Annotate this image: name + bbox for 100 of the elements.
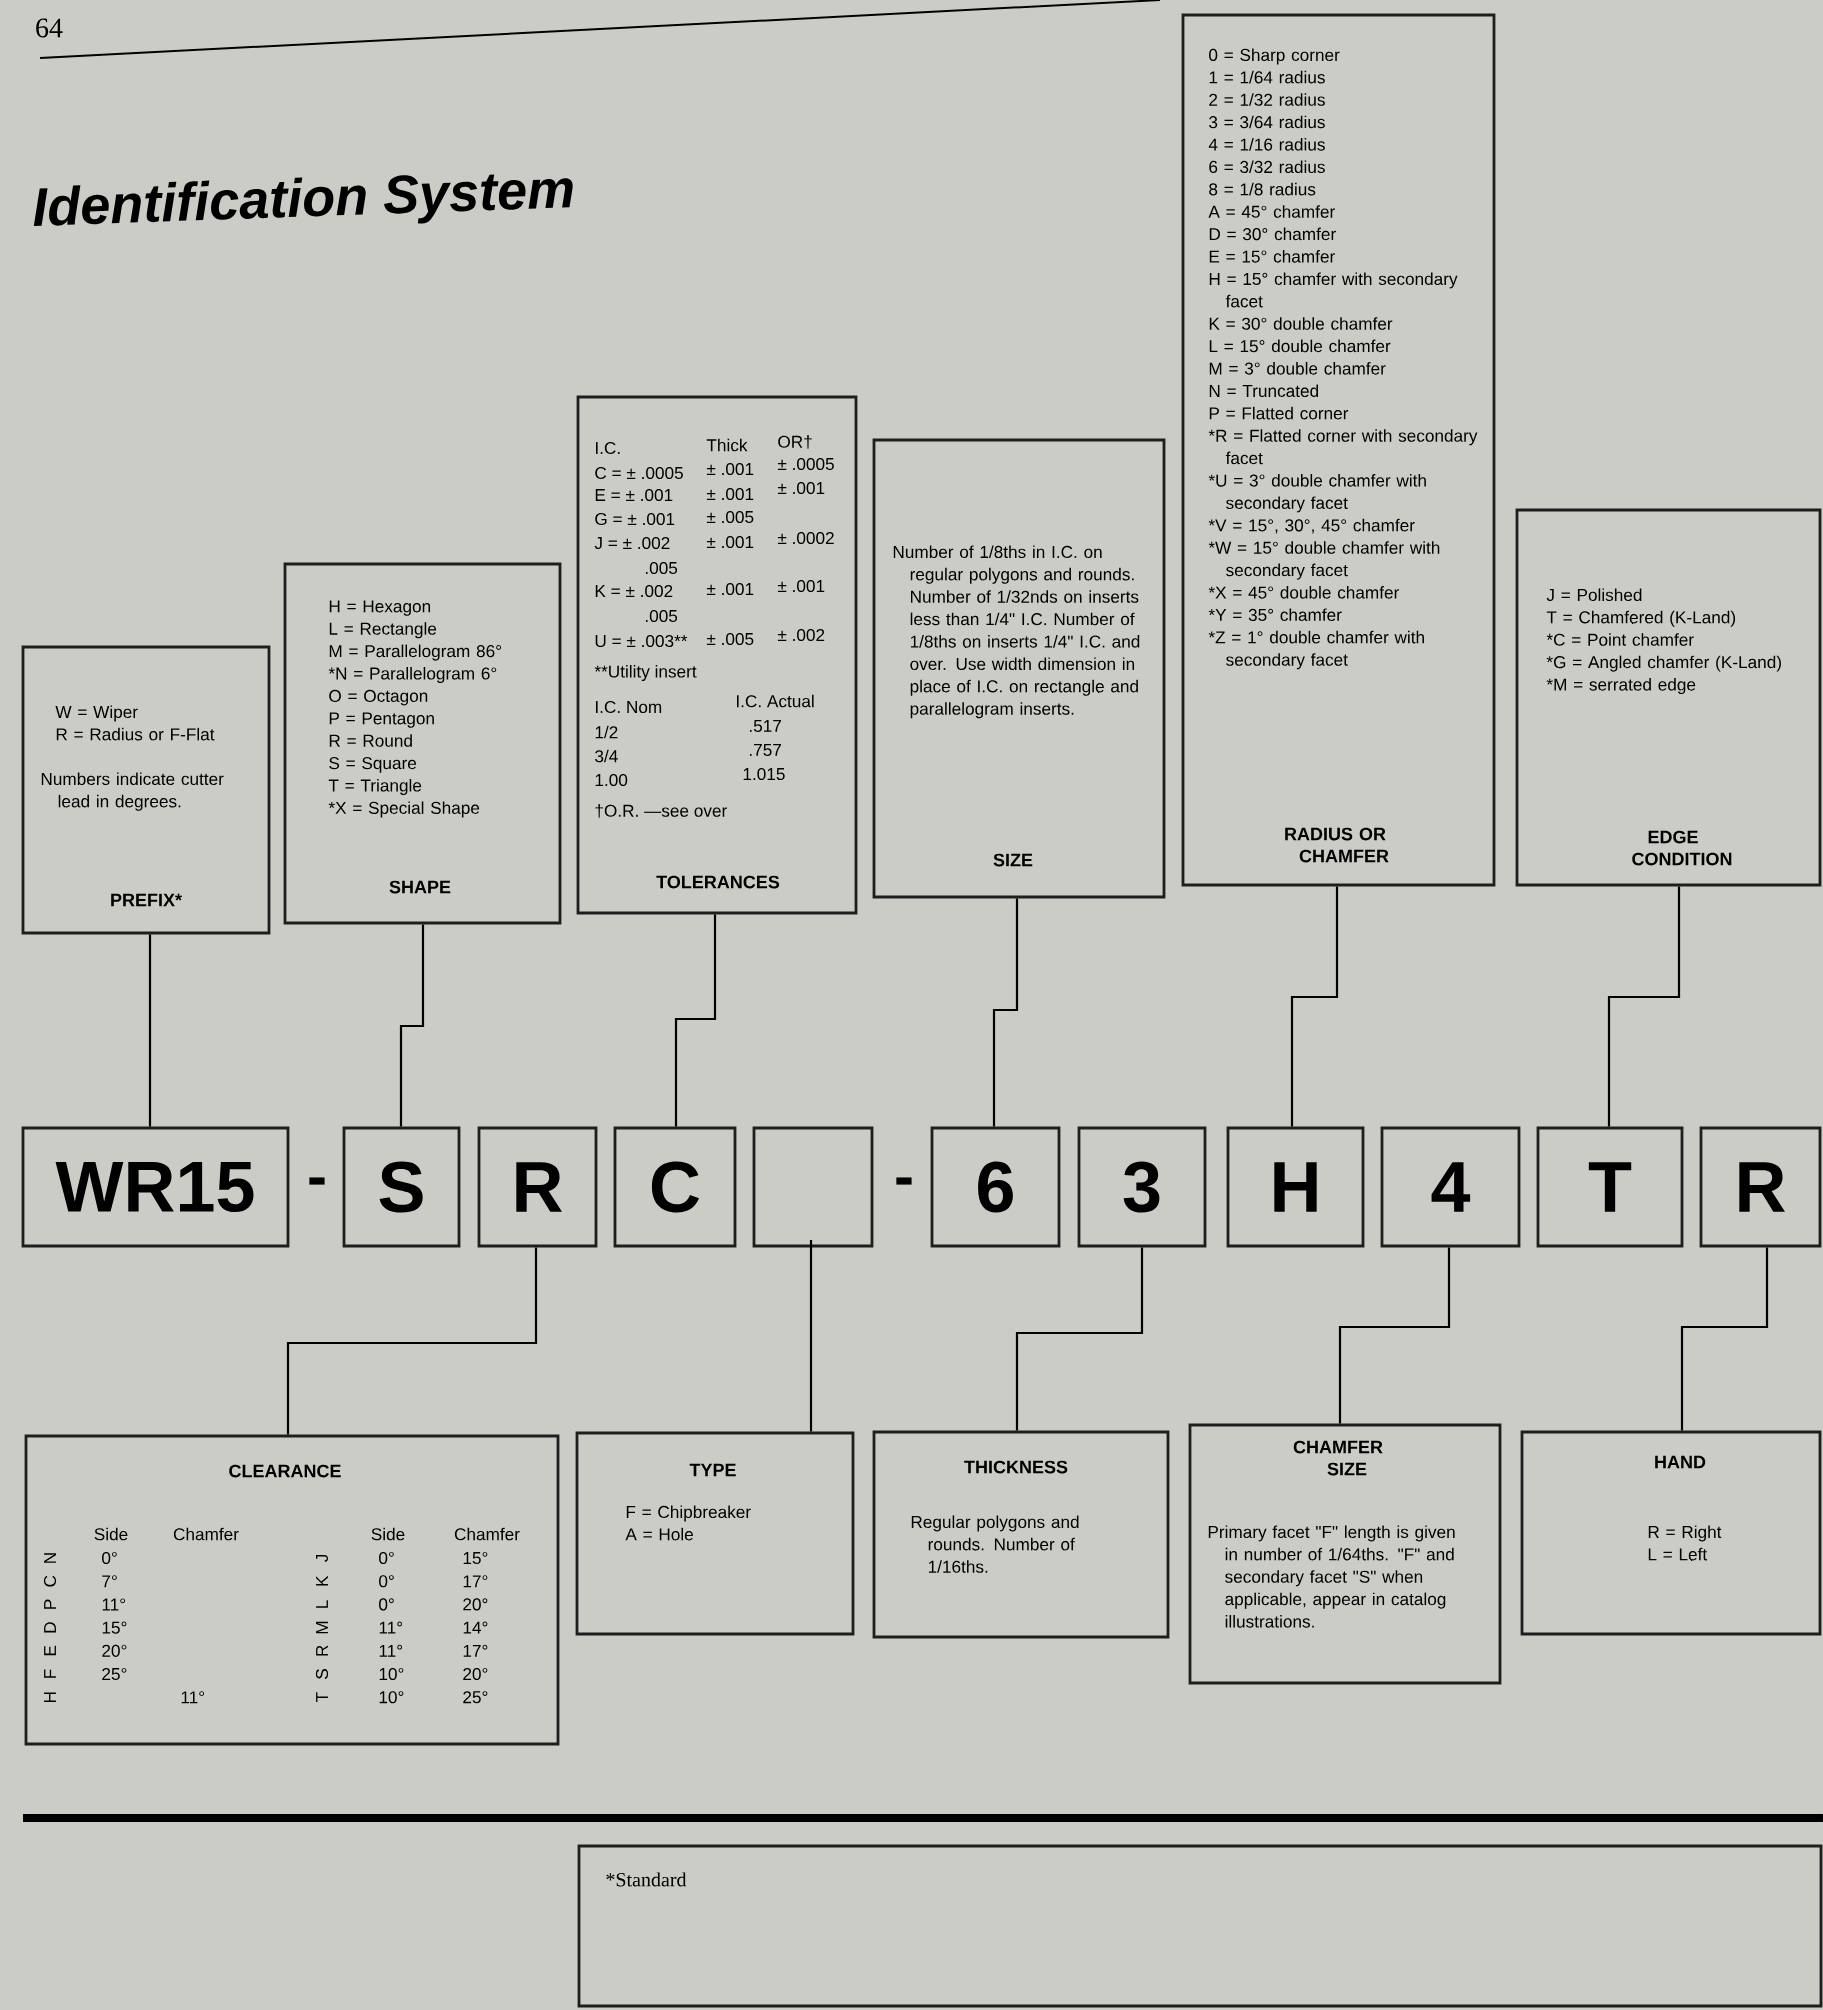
node-label: A = 45° chamfer — [1208, 205, 1335, 218]
box-heading: RADIUS OR CHAMFER — [1285, 827, 1389, 863]
code-list: R = Right L = Left — [1648, 1525, 1722, 1561]
code-letter: H — [44, 1692, 56, 1702]
node-label: N = Truncated — [1209, 384, 1319, 398]
connector-line — [1338, 1247, 1451, 1424]
code-letter: C — [43, 1575, 57, 1587]
code-box: R — [1699, 1126, 1822, 1248]
table-entry: J = ± .002 — [594, 536, 670, 550]
page-number: 64 — [36, 18, 63, 38]
code-box: 4 — [1380, 1126, 1521, 1248]
code-letter: D — [44, 1622, 56, 1633]
table-entry: C = ± .0005 — [595, 466, 683, 480]
column-header: I.C. — [596, 441, 620, 455]
node-label: *C = Point chamfer — [1546, 633, 1694, 646]
node-label: T = Triangle — [328, 779, 422, 796]
table-entry: ± .001 — [777, 481, 825, 495]
separator-dash: - — [896, 1177, 912, 1185]
table-entry: .517 — [750, 720, 781, 732]
box-heading: THICKNESS — [964, 1460, 1068, 1474]
table-entry: E = ± .001 — [595, 488, 673, 502]
code-letter: K — [316, 1575, 328, 1586]
node-label: 0 = Sharp corner — [1209, 48, 1340, 65]
table-entry: ± .005 — [706, 510, 754, 524]
code-letter: L — [316, 1600, 328, 1608]
footnote-text: *Standard — [606, 1872, 687, 1887]
node-label: D = 30° chamfer — [1209, 227, 1336, 241]
node-label: *V = 15°, 30°, 45° chamfer — [1208, 518, 1415, 534]
node-label: *Z = 1° double chamfer with secondary facet — [1208, 630, 1424, 670]
node-label: L = Rectangle — [329, 622, 437, 639]
table-entry: 3/4 — [595, 749, 618, 763]
code-box: WR15 — [21, 1126, 290, 1248]
description-box — [283, 562, 562, 925]
table-entry: **Utility insert — [594, 665, 697, 682]
description-box — [21, 645, 271, 935]
node-label: *M = serrated edge — [1546, 678, 1696, 695]
description-box — [576, 395, 858, 915]
code-letter: J — [316, 1555, 328, 1563]
code-box: S — [342, 1126, 461, 1248]
box-heading: PREFIX* — [111, 893, 182, 907]
connector-line — [148, 934, 152, 1127]
table-entry: 10° — [379, 1667, 404, 1681]
column-header: I.C. Nom — [596, 700, 662, 714]
column-header: Thick — [706, 438, 748, 452]
node-label: *N = Parallelogram 6° — [328, 667, 497, 684]
node-label: H = 15° chamfer with secondary facet — [1209, 272, 1458, 308]
code-box: T — [1536, 1126, 1684, 1248]
code-letter: M — [316, 1621, 328, 1634]
description-box — [575, 1431, 855, 1636]
code-letter: R — [316, 1645, 328, 1656]
connector-line — [286, 1247, 538, 1435]
table-entry: ± .005 — [706, 632, 754, 646]
table-entry: G = ± .001 — [595, 512, 675, 526]
code-letter: S — [315, 1669, 329, 1679]
description-box — [1520, 1430, 1822, 1636]
table-entry: .005 — [646, 609, 678, 623]
node-label: 8 = 1/8 radius — [1209, 182, 1316, 196]
table-entry: 0° — [379, 1598, 394, 1611]
box-heading: TYPE — [689, 1463, 736, 1477]
node-label: S = Square — [329, 757, 417, 773]
table-entry: ± .001 — [706, 487, 754, 501]
connector-line — [992, 898, 1019, 1127]
table-entry: 17° — [463, 1644, 488, 1657]
node-label: 3 = 3/64 radius — [1209, 115, 1325, 129]
node-label: 1 = 1/64 radius — [1209, 70, 1325, 84]
node-label: P = Pentagon — [329, 712, 434, 728]
table-entry: ± .001 — [777, 579, 825, 593]
description-box — [1515, 508, 1822, 887]
table-entry: ± .0005 — [777, 457, 834, 471]
table-entry: 1/2 — [595, 725, 618, 739]
table-entry: 20° — [102, 1644, 127, 1657]
column-header: Chamfer — [173, 1527, 239, 1541]
table-entry: 14° — [463, 1621, 488, 1634]
table-entry: 1.015 — [743, 767, 785, 781]
connector-line — [1607, 886, 1681, 1127]
description-text: Regular polygons and rounds. Number of 1/16ths. — [911, 1515, 1079, 1573]
table-entry: 11° — [181, 1691, 205, 1704]
node-label: 6 = 3/32 radius — [1209, 160, 1325, 174]
column-header: OR† — [778, 435, 812, 449]
code-box: R — [477, 1126, 598, 1248]
table-entry: 11° — [102, 1598, 126, 1611]
column-header: Side — [371, 1527, 405, 1541]
box-heading: CHAMFER SIZE — [1293, 1440, 1383, 1476]
table-entry: 1.00 — [595, 773, 628, 787]
connector-line — [674, 914, 717, 1127]
table-entry: 10° — [379, 1691, 404, 1704]
box-heading: CLEARANCE — [229, 1464, 341, 1478]
description-box — [1188, 1423, 1502, 1685]
connector-line — [399, 924, 425, 1127]
code-box: H — [1226, 1126, 1365, 1248]
code-letter: E — [44, 1645, 56, 1656]
node-label: K = 30° double chamfer — [1209, 317, 1393, 330]
box-heading: SHAPE — [389, 880, 451, 894]
connector-line — [1290, 886, 1339, 1127]
node-label: 2 = 1/32 radius — [1209, 93, 1325, 106]
table-entry: .757 — [750, 744, 781, 756]
node-label: M = 3° double chamfer — [1209, 362, 1386, 375]
box-heading: SIZE — [993, 853, 1033, 867]
table-entry: ± .0002 — [777, 531, 834, 545]
node-label: E = 15° chamfer — [1209, 250, 1335, 263]
